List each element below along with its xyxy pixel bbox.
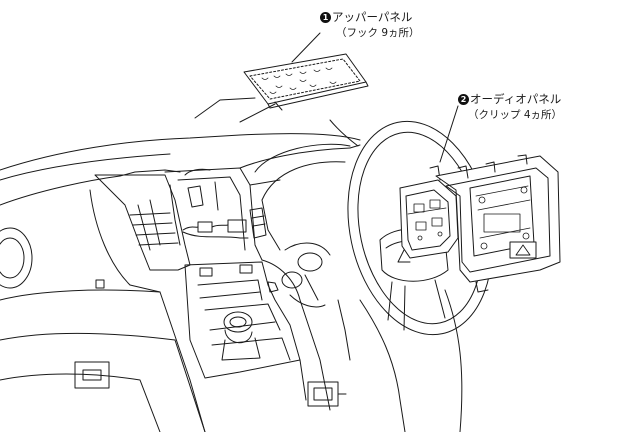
callout-sub-upper-panel: （フック 9ヵ所） <box>336 27 420 39</box>
callout-sub-audio-panel: （クリップ 4ヵ所） <box>468 109 563 121</box>
callout-number-2: 2 <box>458 94 469 105</box>
connector-left <box>197 221 213 233</box>
glovebox-switch <box>74 361 110 389</box>
callout-number-1: 1 <box>320 12 331 23</box>
dashboard-body <box>0 97 463 432</box>
connector-right <box>227 219 247 233</box>
gear-knob <box>223 311 253 333</box>
callout-title-audio-panel: オーディオパネル <box>470 92 562 106</box>
audio-panel-rear <box>397 165 459 263</box>
left-air-vent <box>0 227 33 289</box>
lower-switch <box>307 381 339 407</box>
upper-panel <box>243 53 369 111</box>
callout-title-upper-panel: アッパーパネル <box>332 10 413 24</box>
audio-panel-front <box>435 154 561 293</box>
